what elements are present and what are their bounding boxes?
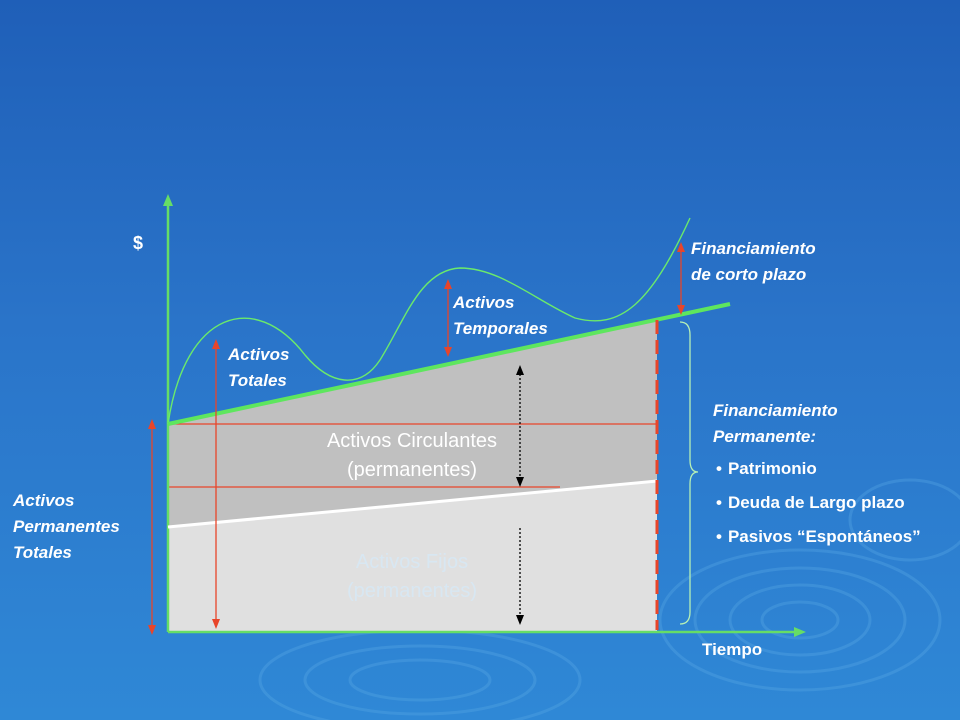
list-item: •Patrimonio bbox=[716, 459, 817, 478]
list-item: •Pasivos “Espontáneos” bbox=[716, 527, 921, 546]
financiamiento-permanente-brace bbox=[679, 321, 699, 625]
activos-fijos-region bbox=[168, 481, 657, 632]
x-axis-label: Tiempo bbox=[702, 640, 763, 659]
activos-fijos-line bbox=[167, 479, 658, 529]
activos-circulantes-label: Activos Circulantes (permanentes) bbox=[326, 430, 498, 481]
activos-permanentes-totales-label: Activos Permanentes Totales bbox=[13, 491, 120, 562]
list-item: •Deuda de Largo plazo bbox=[716, 493, 905, 512]
financiamiento-permanente-list: •Patrimonio •Deuda de Largo plazo •Pasiv… bbox=[716, 456, 921, 558]
activos-totales-label: Activos Totales bbox=[228, 345, 290, 390]
activos-fijos-label: Activos Fijos (permanentes) bbox=[346, 551, 478, 602]
y-axis-label: $ bbox=[133, 233, 144, 253]
financiamiento-permanente-label: Financiamiento Permanente: bbox=[713, 401, 838, 446]
activos-totales-curve bbox=[167, 217, 691, 425]
financiamiento-corto-plazo-label: Financiamiento de corto plazo bbox=[691, 239, 816, 284]
activos-permanentes-line bbox=[167, 302, 731, 426]
activos-temporales-label: Activos Temporales bbox=[453, 293, 548, 338]
